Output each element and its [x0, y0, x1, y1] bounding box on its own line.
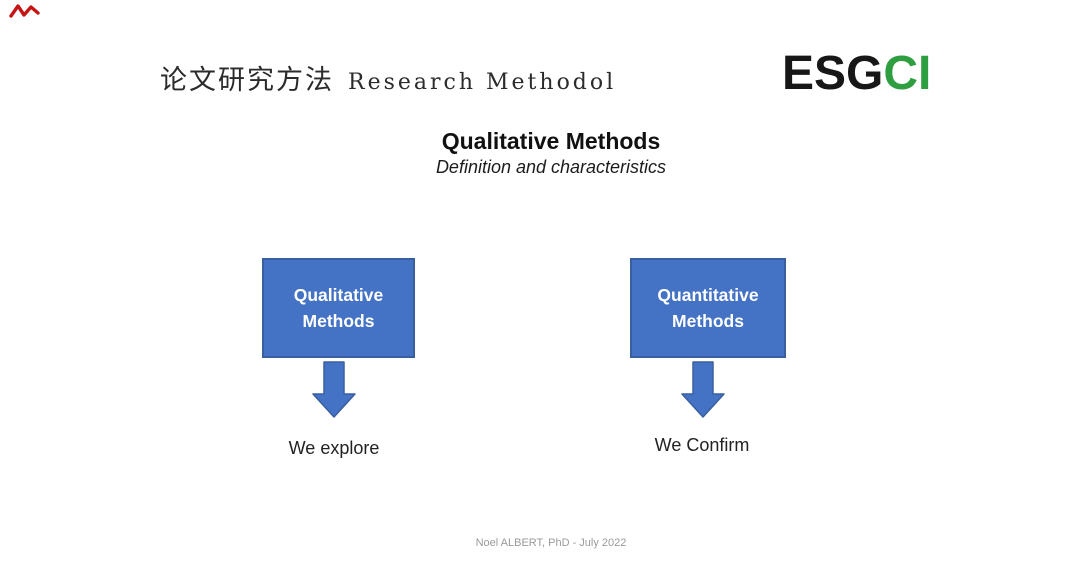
slide-footer-credit: Noel ALBERT, PhD - July 2022 [475, 537, 627, 549]
down-arrow-icon [681, 361, 725, 419]
slide-subtitle: Definition and characteristics [435, 157, 667, 177]
box-label-line1: Quantitative [657, 284, 759, 305]
esgci-logo: ESGCI [782, 47, 932, 101]
box-label-line1: Qualitative [293, 284, 384, 305]
red-scribble-icon [9, 3, 41, 26]
logo-text-black: ESG [782, 47, 884, 100]
box-label-line2: Methods [672, 311, 744, 331]
caption-we-explore: We explore [288, 438, 380, 458]
down-arrow-icon [312, 361, 356, 419]
quantitative-methods-box: Quantitative Methods [630, 258, 786, 358]
header-title-chinese: 论文研究方法 [160, 65, 334, 96]
header-title-english: Research Methodol [348, 70, 617, 95]
caption-we-confirm: We Confirm [654, 435, 750, 455]
box-label-line2: Methods [302, 311, 375, 331]
logo-text-green: CI [883, 47, 932, 100]
slide-header: 论文研究方法 Research Methodol [160, 58, 616, 97]
qualitative-methods-box: Qualitative Methods [262, 258, 415, 358]
slide-title: Qualitative Methods [441, 128, 661, 154]
